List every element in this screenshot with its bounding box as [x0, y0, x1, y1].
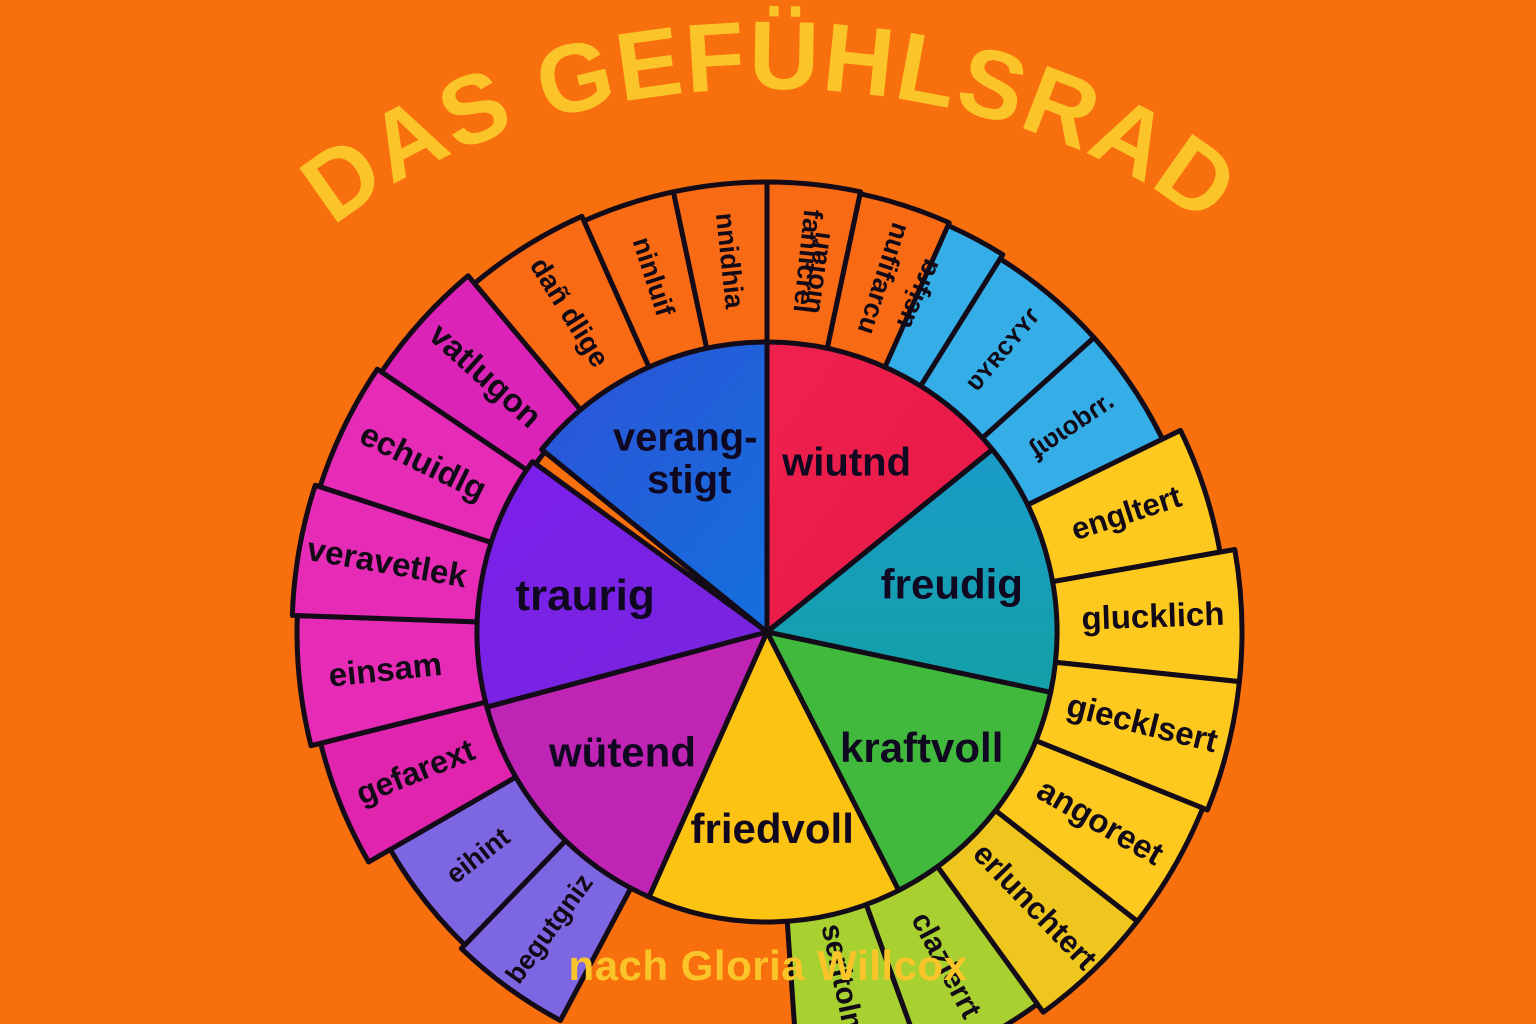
inner-wheel-label: kraftvoll: [840, 724, 1003, 771]
inner-wheel-label-group: wiutnd verang-stigt freudig kraftvoll friedv…: [515, 415, 1023, 852]
inner-wheel-segment[interactable]: [764, 339, 995, 635]
inner-wheel-segment[interactable]: [539, 339, 770, 635]
inner-wheel-label: traurig: [515, 571, 654, 620]
inner-wheel-label: wiutnd: [781, 441, 911, 485]
inner-wheel-label: friedvoll: [691, 805, 854, 852]
credit-line: nach Gloria Willcox: [569, 942, 968, 989]
inner-wheel-segment[interactable]: [646, 629, 902, 925]
inner-wheel-label: verang-: [613, 415, 758, 459]
inner-wheel-label-line2: stigt: [647, 458, 731, 502]
inner-wheel-group: [474, 339, 1060, 925]
inner-wheel-segment[interactable]: [474, 459, 770, 710]
inner-wheel-label: freudig: [881, 561, 1023, 608]
inner-wheel-label: wütend: [548, 728, 696, 775]
inner-wheel-segment[interactable]: [764, 629, 1054, 893]
inner-wheel-segment[interactable]: [484, 629, 770, 900]
outer-ring-group: [289, 179, 1245, 1024]
inner-wheel-segment[interactable]: [764, 446, 1060, 695]
outer-ring-label: glucklich: [1081, 595, 1225, 637]
